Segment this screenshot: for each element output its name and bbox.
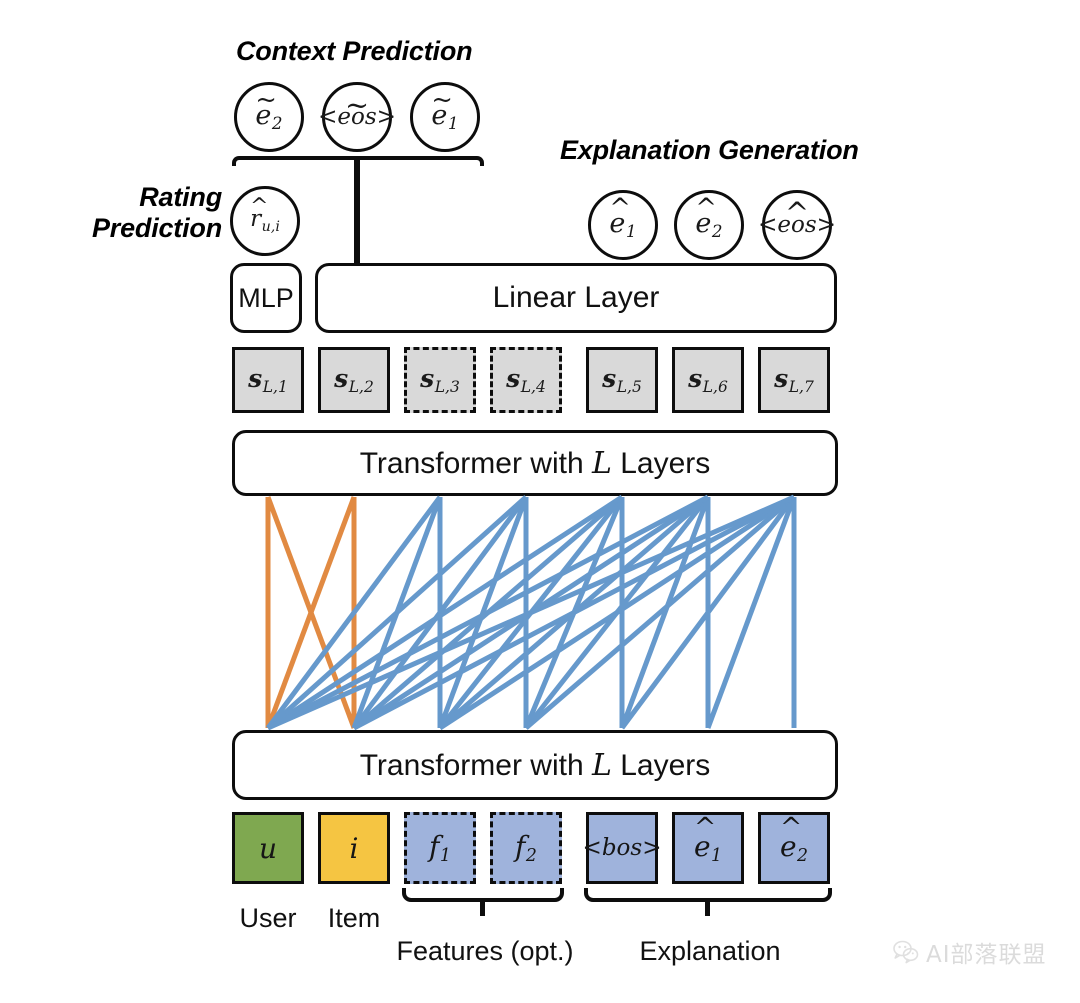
context-token-e-tilde-1: e~1 bbox=[410, 82, 480, 152]
context-prediction-bracket bbox=[232, 156, 484, 166]
transformer-lower-label-var: L bbox=[591, 747, 612, 783]
input-box-e-hat-2: e^2 bbox=[758, 812, 830, 884]
transformer-upper-module: Transformer with L Layers bbox=[232, 430, 838, 496]
input-box-e-hat-1-label: e^1 bbox=[693, 811, 723, 867]
state-box-s-L-1-label: sL,1 bbox=[248, 363, 288, 397]
input-box-e-hat-2-label: e^2 bbox=[779, 811, 809, 867]
explanation-token-eos-hat-label: <eos^> bbox=[758, 196, 836, 238]
input-box-user: u bbox=[232, 812, 304, 884]
linear-layer-module: Linear Layer bbox=[315, 263, 837, 333]
state-box-s-L-4-label: sL,4 bbox=[506, 363, 546, 397]
transformer-lower-label: Transformer with L Layers bbox=[360, 748, 711, 783]
mlp-module: MLP bbox=[230, 263, 302, 333]
caption-user: User bbox=[239, 903, 297, 933]
state-box-s-L-5-label: sL,5 bbox=[602, 363, 642, 397]
rating-prediction-title: Rating Prediction bbox=[60, 182, 222, 244]
state-box-s-L-7-label: sL,7 bbox=[774, 363, 814, 397]
transformer-lower-label-pre: Transformer with bbox=[359, 748, 592, 782]
input-box-f1: f1 bbox=[404, 812, 476, 884]
state-box-s-L-1: sL,1 bbox=[232, 347, 304, 413]
wechat-icon bbox=[893, 940, 919, 964]
explanation-token-eos-hat: <eos^> bbox=[758, 190, 836, 260]
transformer-lower-module: Transformer with L Layers bbox=[232, 730, 838, 800]
caption-explanation: Explanation bbox=[639, 936, 781, 966]
context-prediction-title: Context Prediction bbox=[236, 36, 473, 66]
explanation-bracket-stem bbox=[705, 898, 710, 916]
input-box-user-label: u bbox=[258, 831, 278, 865]
mlp-module-label: MLP bbox=[238, 282, 294, 313]
features-bracket-stem bbox=[480, 898, 485, 916]
transformer-upper-label-post: Layers bbox=[611, 446, 711, 480]
state-box-s-L-2: sL,2 bbox=[318, 347, 390, 413]
explanation-token-e-hat-2: e^2 bbox=[674, 190, 744, 260]
input-box-f2-label: f2 bbox=[515, 829, 537, 867]
context-token-eos-tilde-label: <eos~> bbox=[318, 88, 396, 130]
state-box-s-L-2-label: sL,2 bbox=[334, 363, 374, 397]
caption-item: Item bbox=[327, 903, 381, 933]
watermark-text: AI部落联盟 bbox=[926, 942, 1047, 968]
input-box-item-label: i bbox=[349, 831, 359, 865]
state-box-s-L-5: sL,5 bbox=[586, 347, 658, 413]
transformer-upper-label: Transformer with L Layers bbox=[360, 446, 711, 481]
state-box-s-L-3: sL,3 bbox=[404, 347, 476, 413]
input-box-f1-label: f1 bbox=[429, 829, 451, 867]
watermark: AI部落联盟 bbox=[893, 935, 1047, 969]
transformer-upper-label-pre: Transformer with bbox=[359, 446, 592, 480]
explanation-generation-title: Explanation Generation bbox=[560, 135, 859, 165]
rating-prediction-title-line2: Prediction bbox=[91, 213, 222, 244]
caption-features: Features (opt.) bbox=[396, 936, 574, 966]
context-token-eos-tilde: <eos~> bbox=[318, 82, 396, 152]
linear-layer-label: Linear Layer bbox=[492, 281, 660, 314]
input-box-item: i bbox=[318, 812, 390, 884]
input-box-bos: <bos> bbox=[583, 812, 661, 884]
input-box-e-hat-1: e^1 bbox=[672, 812, 744, 884]
explanation-token-e-hat-1: e^1 bbox=[588, 190, 658, 260]
state-box-s-L-6-label: sL,6 bbox=[688, 363, 728, 397]
transformer-lower-label-post: Layers bbox=[611, 748, 711, 782]
state-box-s-L-7: sL,7 bbox=[758, 347, 830, 413]
rating-prediction-title-line1: Rating bbox=[139, 182, 222, 212]
input-box-f2: f2 bbox=[490, 812, 562, 884]
context-prediction-stem bbox=[354, 160, 360, 266]
rating-token-r-hat: r^u,i bbox=[230, 186, 300, 256]
transformer-upper-label-var: L bbox=[591, 445, 612, 481]
input-box-bos-label: <bos> bbox=[582, 835, 662, 861]
state-box-s-L-4: sL,4 bbox=[490, 347, 562, 413]
attention-lines-causal bbox=[265, 494, 797, 731]
state-box-s-L-6: sL,6 bbox=[672, 347, 744, 413]
state-box-s-L-3-label: sL,3 bbox=[420, 363, 460, 397]
context-token-e-tilde-2: e~2 bbox=[234, 82, 304, 152]
